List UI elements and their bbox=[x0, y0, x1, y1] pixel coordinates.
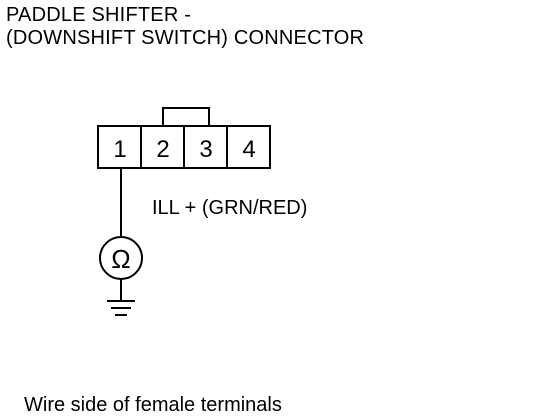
ohmmeter-icon: Ω bbox=[99, 236, 143, 280]
title-line-2: (DOWNSHIFT SWITCH) CONNECTOR bbox=[6, 27, 365, 49]
ground-icon bbox=[107, 300, 135, 316]
terminal-2-label: 2 bbox=[156, 136, 169, 163]
terminal-4-label: 4 bbox=[242, 136, 255, 163]
ohm-symbol: Ω bbox=[111, 244, 130, 274]
connector-lock-tab bbox=[162, 107, 210, 126]
diagram-title: PADDLE SHIFTER - (DOWNSHIFT SWITCH) CONN… bbox=[6, 4, 364, 50]
terminal-1-label: 1 bbox=[113, 136, 126, 163]
title-line-1: PADDLE SHIFTER - bbox=[6, 4, 192, 26]
terminal-3-label: 3 bbox=[199, 136, 212, 163]
footer-caption: Wire side of female terminals bbox=[24, 394, 282, 416]
wire-label: ILL + (GRN/RED) bbox=[152, 197, 307, 219]
